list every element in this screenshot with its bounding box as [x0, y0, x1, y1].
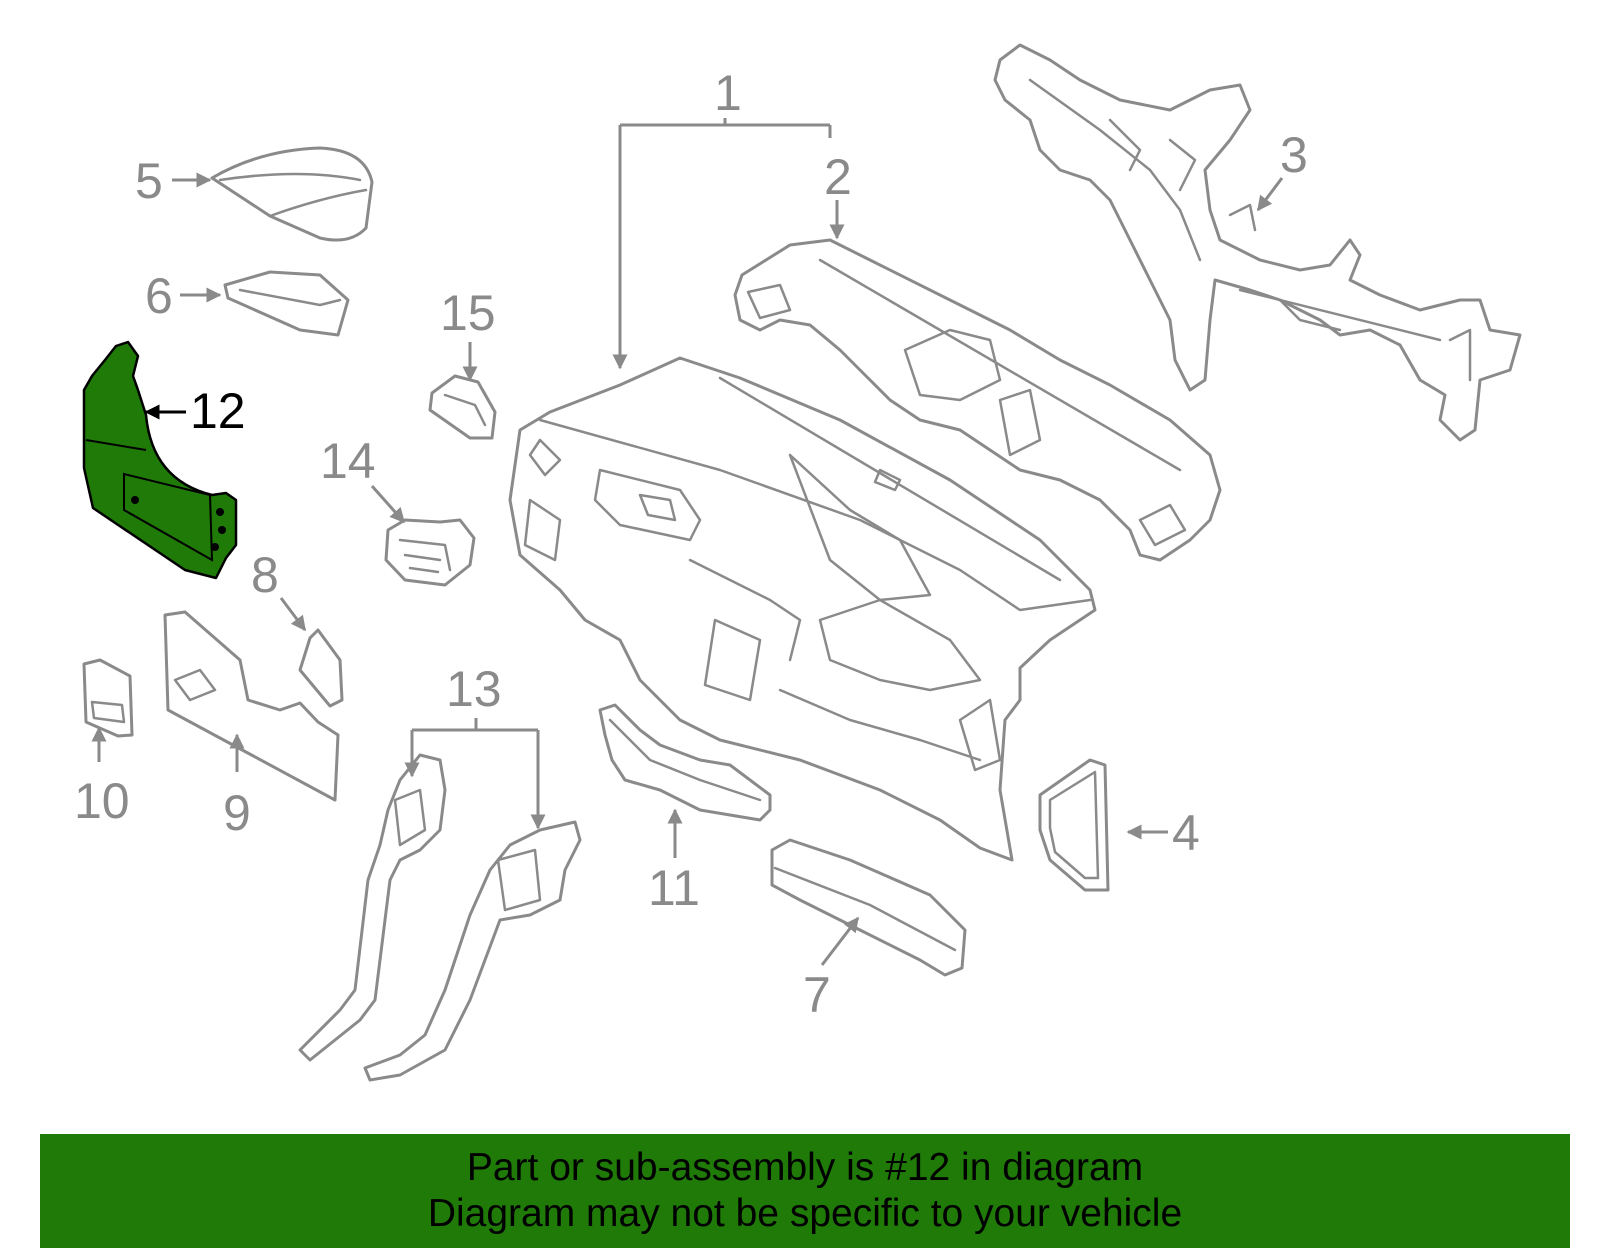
callout-8: 8: [251, 547, 279, 603]
part-13-pillar-trim-left: [298, 753, 447, 1062]
callout-12: 12: [190, 383, 246, 439]
callout-2: 2: [824, 149, 852, 205]
callout-7: 7: [803, 967, 831, 1023]
callout-4: 4: [1172, 805, 1200, 861]
part-12-lower-panel-highlighted: [82, 340, 238, 580]
callout-5: 5: [135, 153, 163, 209]
part-14-vent: [384, 518, 476, 587]
callout-10: 10: [74, 773, 130, 829]
callout-6: 6: [145, 268, 173, 324]
callout-1: 1: [714, 65, 742, 121]
part-5-upper-cover: [210, 146, 374, 242]
part-1-dashboard: [508, 356, 1097, 862]
part-6-panel: [223, 270, 350, 337]
callout-14: 14: [320, 433, 376, 489]
part-10-cover: [82, 658, 134, 738]
callout-9: 9: [223, 785, 251, 841]
part-13-pillar-trim-right: [363, 820, 582, 1082]
callout-11: 11: [648, 860, 700, 916]
part-9-lower-panel: [163, 610, 340, 802]
part-8-bracket: [298, 628, 344, 708]
part-4-side-cover: [1038, 758, 1110, 892]
part-3-beam: [993, 43, 1522, 442]
callout-3: 3: [1280, 127, 1308, 183]
parts-diagram: 1 2 3 4 5 6 7 8 9 10 11 12 13 14 15: [74, 43, 1522, 1082]
info-banner: Part or sub-assembly is #12 in diagram D…: [40, 1134, 1570, 1248]
callout-13: 13: [446, 661, 502, 717]
callout-labels: 1 2 3 4 5 6 7 8 9 10 11 12 13 14 15: [74, 65, 1308, 1023]
part-15-vent: [428, 374, 497, 440]
callout-15: 15: [440, 285, 496, 341]
part-12-body: [82, 340, 238, 580]
part-2-duct: [733, 238, 1222, 562]
banner-line-2: Diagram may not be specific to your vehi…: [427, 1192, 1183, 1235]
part-7-glove-box: [770, 838, 967, 977]
part-11-bracket: [598, 703, 772, 822]
leader-lines: [91, 118, 1284, 966]
banner-line-1: Part or sub-assembly is #12 in diagram: [466, 1146, 1144, 1189]
